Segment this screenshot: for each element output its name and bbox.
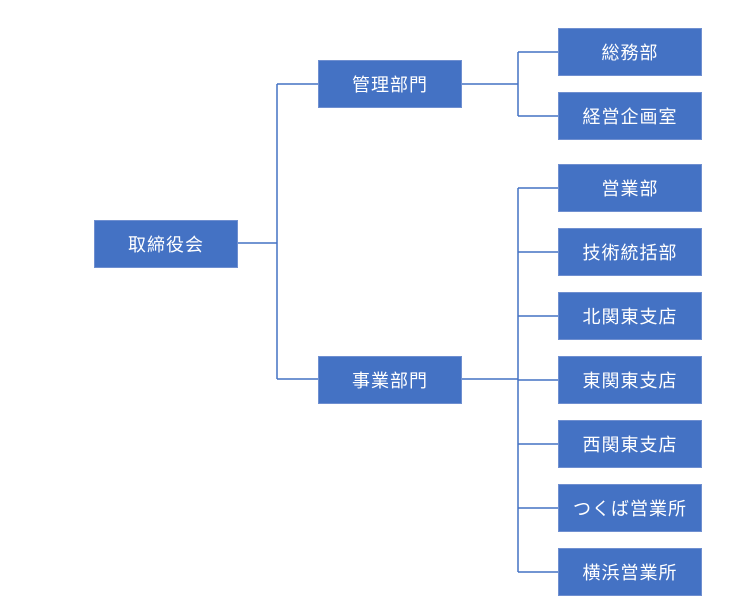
node-yokohama-office[interactable]: 横浜営業所	[558, 548, 702, 596]
node-corporate-planning[interactable]: 経営企画室	[558, 92, 702, 140]
node-engineering[interactable]: 技術統括部	[558, 228, 702, 276]
node-north-kanto-branch[interactable]: 北関東支店	[558, 292, 702, 340]
node-east-kanto-branch[interactable]: 東関東支店	[558, 356, 702, 404]
node-admin-division[interactable]: 管理部門	[318, 60, 462, 108]
node-business-division[interactable]: 事業部門	[318, 356, 462, 404]
node-west-kanto-branch[interactable]: 西関東支店	[558, 420, 702, 468]
node-general-affairs[interactable]: 総務部	[558, 28, 702, 76]
connector-admin-branch	[462, 51, 558, 117]
connector-root-spine	[238, 83, 318, 380]
node-sales[interactable]: 営業部	[558, 164, 702, 212]
connector-business-branch	[462, 187, 558, 573]
node-board-of-directors[interactable]: 取締役会	[94, 220, 238, 268]
node-tsukuba-office[interactable]: つくば営業所	[558, 484, 702, 532]
